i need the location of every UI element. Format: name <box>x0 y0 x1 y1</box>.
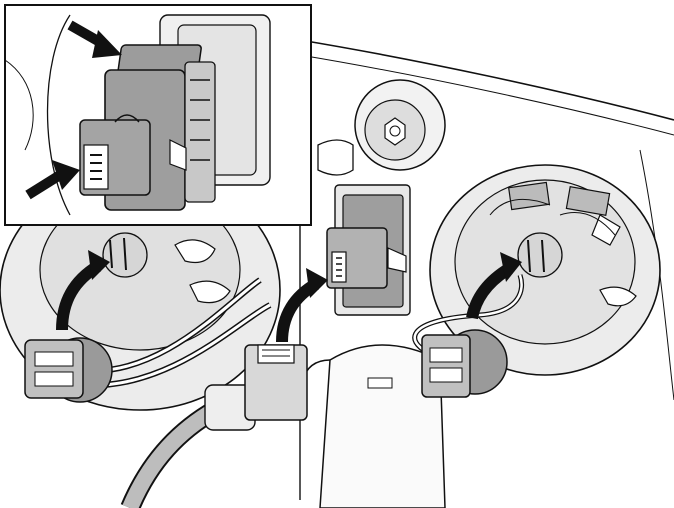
right-plug-harness <box>412 274 525 398</box>
center-socket-panel <box>326 184 411 316</box>
main-cable-connector <box>120 344 308 508</box>
curved-direction-arrow-icon <box>56 250 522 343</box>
inset-detail-panel <box>4 4 312 226</box>
left-plug-harness <box>24 277 272 403</box>
right-headlight-bowl <box>429 164 661 376</box>
adjuster-knob <box>317 79 446 176</box>
press-arrow-icon <box>25 20 122 200</box>
